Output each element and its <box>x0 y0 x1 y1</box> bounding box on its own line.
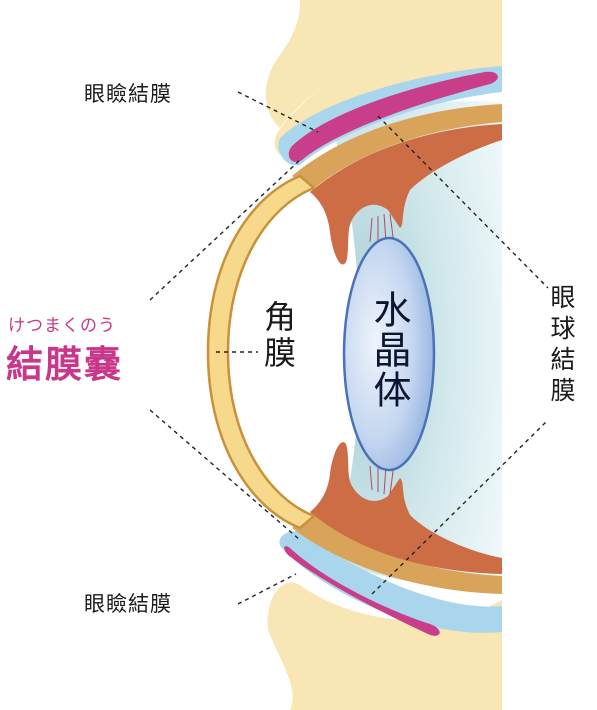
lens <box>342 236 436 472</box>
bulbar-conjunctiva-label: 眼球結膜 <box>547 284 576 408</box>
upper-palpebral-conjunctiva <box>288 71 498 162</box>
lower-conjunctiva <box>279 531 502 633</box>
conjunctival-sac-label: 結膜嚢 <box>6 343 123 386</box>
ciliary-body-upper <box>310 124 502 265</box>
sclera-upper <box>292 104 502 190</box>
leader-lines <box>149 91 549 605</box>
palpebral-conjunctiva-bottom-label: 眼瞼結膜 <box>84 592 172 616</box>
ciliary-body-lower <box>310 442 502 574</box>
cornea-label: 角膜 <box>259 300 297 372</box>
lower-eyelid <box>267 582 502 710</box>
conjunctival-sac-reading: けつまくのう <box>8 316 116 336</box>
palpebral-conjunctiva-top-label: 眼瞼結膜 <box>84 82 172 106</box>
upper-eyelid-outer <box>265 0 502 128</box>
sclera-lower <box>292 512 502 594</box>
lower-palpebral-conjunctiva <box>284 546 440 636</box>
lens-label: 水晶体 <box>367 290 411 410</box>
